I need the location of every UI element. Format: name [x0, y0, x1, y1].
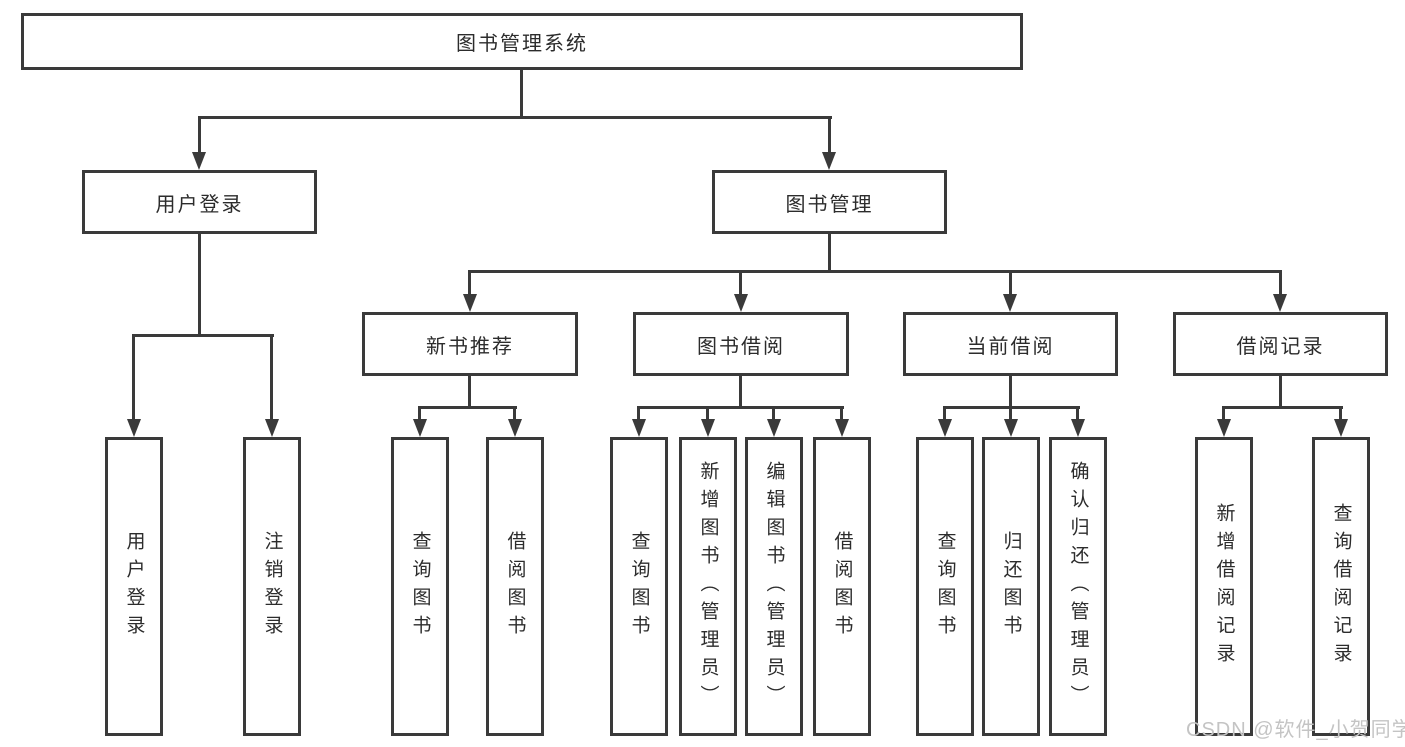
leaf-borrowing-borrow-books-label: 借阅图书	[831, 530, 853, 643]
leaf-current-query-books-label: 查询图书	[934, 530, 956, 643]
leaf-edit-books-admin: 编辑图书（管理员）	[745, 437, 803, 736]
arrowhead-down	[1334, 419, 1348, 437]
arrowhead-down	[508, 419, 522, 437]
connector-line	[772, 406, 775, 421]
arrowhead-down	[1273, 294, 1287, 312]
leaf-borrowing-query-books: 查询图书	[610, 437, 668, 736]
connector-line	[828, 232, 831, 273]
leaf-borrowing-borrow-books: 借阅图书	[813, 437, 871, 736]
node-library-system-label: 图书管理系统	[456, 33, 588, 55]
connector-line	[520, 68, 523, 119]
connector-line	[1009, 270, 1012, 298]
leaf-recommend-query-books-label: 查询图书	[409, 530, 431, 643]
leaf-recommend-borrow-books-label: 借阅图书	[504, 530, 526, 643]
node-current-borrowing: 当前借阅	[903, 312, 1118, 376]
leaf-borrowing-query-books-label: 查询图书	[628, 530, 650, 643]
arrowhead-down	[822, 152, 836, 170]
connector-line	[418, 406, 421, 421]
connector-line	[198, 116, 201, 154]
watermark-text: CSDN @软件_小贺同学	[1186, 719, 1405, 741]
connector-line	[1222, 406, 1225, 421]
node-book-management: 图书管理	[712, 170, 947, 234]
connector-line	[1222, 406, 1343, 409]
node-book-borrowing: 图书借阅	[633, 312, 849, 376]
connector-line	[637, 406, 844, 409]
leaf-add-borrow-record-label: 新增借阅记录	[1213, 502, 1235, 671]
leaf-edit-books-admin-label: 编辑图书（管理员）	[763, 460, 785, 713]
arrowhead-down	[1004, 419, 1018, 437]
connector-line	[270, 334, 273, 422]
node-borrowing-records: 借阅记录	[1173, 312, 1388, 376]
connector-line	[132, 334, 135, 422]
connector-line	[132, 334, 274, 337]
connector-line	[513, 406, 516, 421]
arrowhead-down	[835, 419, 849, 437]
node-user-login: 用户登录	[82, 170, 317, 234]
connector-line	[828, 116, 831, 154]
node-book-management-label: 图书管理	[785, 193, 874, 216]
leaf-logout-label: 注销登录	[261, 530, 283, 643]
connector-line	[637, 406, 640, 421]
leaf-return-books-label: 归还图书	[1000, 530, 1022, 643]
leaf-query-borrow-record: 查询借阅记录	[1312, 437, 1370, 736]
connector-line	[1076, 406, 1079, 421]
connector-line	[198, 232, 201, 336]
leaf-add-books-admin-label: 新增图书（管理员）	[697, 460, 719, 713]
arrowhead-down	[127, 419, 141, 437]
connector-line	[198, 116, 832, 119]
leaf-return-books: 归还图书	[982, 437, 1040, 736]
node-current-borrowing-label: 当前借阅	[966, 335, 1055, 358]
leaf-user-login: 用户登录	[105, 437, 163, 736]
node-book-borrowing-label: 图书借阅	[697, 335, 785, 358]
connector-line	[468, 270, 1282, 273]
arrowhead-down	[767, 419, 781, 437]
arrowhead-down	[192, 152, 206, 170]
arrowhead-down	[1071, 419, 1085, 437]
connector-line	[1279, 270, 1282, 298]
node-borrowing-records-label: 借阅记录	[1236, 335, 1325, 358]
node-new-book-recommend: 新书推荐	[362, 312, 578, 376]
arrowhead-down	[1003, 294, 1017, 312]
node-user-login-label: 用户登录	[155, 193, 244, 216]
connector-line	[943, 406, 946, 421]
connector-line	[468, 374, 471, 409]
arrowhead-down	[1217, 419, 1231, 437]
node-new-book-recommend-label: 新书推荐	[426, 335, 514, 358]
arrowhead-down	[265, 419, 279, 437]
leaf-confirm-return-admin-label: 确认归还（管理员）	[1067, 460, 1089, 713]
connector-line	[840, 406, 843, 421]
leaf-confirm-return-admin: 确认归还（管理员）	[1049, 437, 1107, 736]
connector-line	[1279, 374, 1282, 409]
arrowhead-down	[413, 419, 427, 437]
connector-line	[468, 270, 471, 298]
leaf-recommend-query-books: 查询图书	[391, 437, 449, 736]
connector-line	[706, 406, 709, 421]
connector-line	[1009, 406, 1012, 421]
leaf-current-query-books: 查询图书	[916, 437, 974, 736]
connector-line	[418, 406, 517, 409]
arrowhead-down	[734, 294, 748, 312]
arrowhead-down	[632, 419, 646, 437]
leaf-add-borrow-record: 新增借阅记录	[1195, 437, 1253, 736]
leaf-query-borrow-record-label: 查询借阅记录	[1330, 502, 1352, 671]
connector-line	[1009, 374, 1012, 409]
leaf-user-login-label: 用户登录	[123, 530, 145, 643]
arrowhead-down	[938, 419, 952, 437]
connector-line	[1339, 406, 1342, 421]
arrowhead-down	[701, 419, 715, 437]
connector-line	[739, 270, 742, 298]
arrowhead-down	[463, 294, 477, 312]
leaf-recommend-borrow-books: 借阅图书	[486, 437, 544, 736]
leaf-logout: 注销登录	[243, 437, 301, 736]
node-library-system: 图书管理系统	[21, 13, 1023, 70]
connector-line	[739, 374, 742, 409]
leaf-add-books-admin: 新增图书（管理员）	[679, 437, 737, 736]
